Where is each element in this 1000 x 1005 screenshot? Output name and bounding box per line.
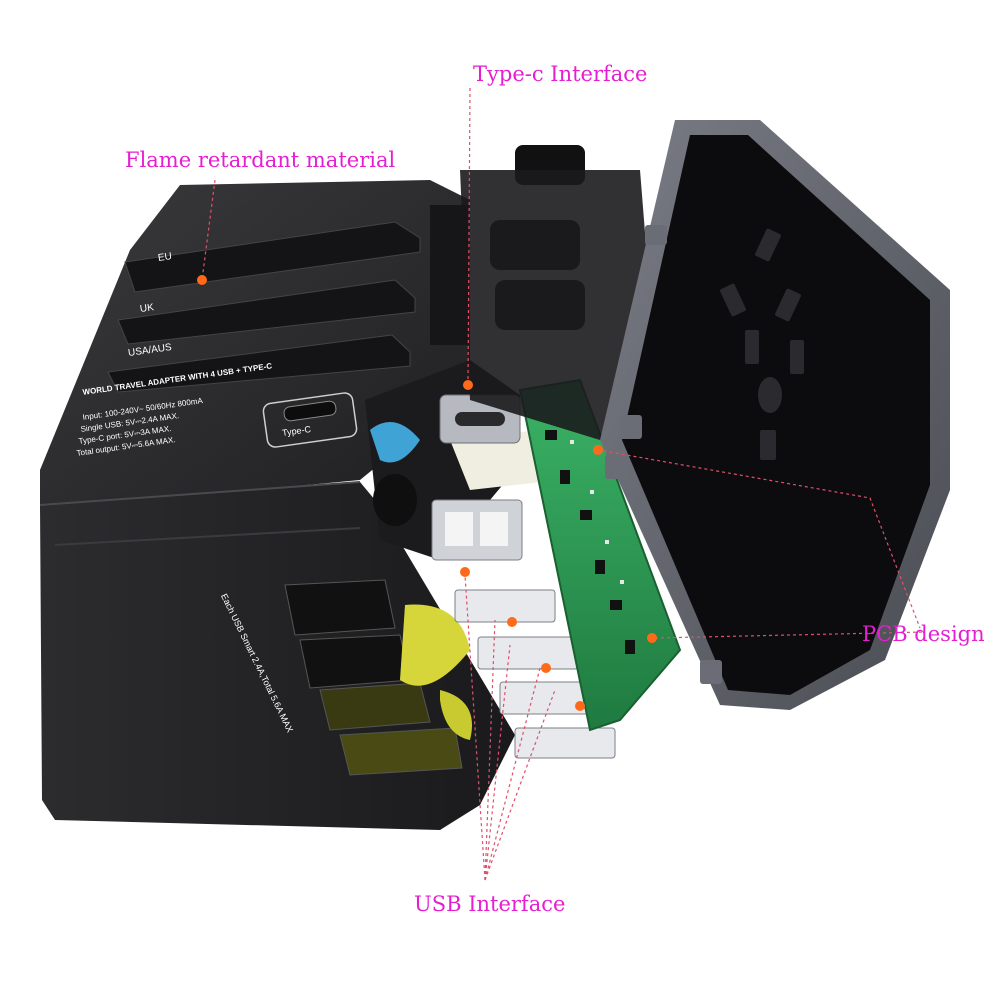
- marker-pcb-2: [647, 633, 657, 643]
- leader-lines: [201, 87, 926, 881]
- callout-type-c-interface: Type-c Interface: [473, 62, 648, 86]
- plug-prongs: [430, 145, 660, 440]
- callout-markers: [197, 275, 657, 711]
- marker-type-c: [463, 380, 473, 390]
- plug-slide-slots: [107, 221, 421, 393]
- module-usb-port-5: [514, 727, 616, 759]
- slot-usa: [107, 334, 411, 393]
- label-eu: EU: [157, 251, 173, 264]
- body-type-c-port: [262, 392, 358, 448]
- slot-eu: [124, 221, 421, 293]
- socket-face-plate: [600, 120, 950, 710]
- callout-usb-interface: USB Interface: [414, 892, 566, 916]
- leader-flame: [201, 179, 216, 281]
- body-usb-port-3: [319, 682, 431, 731]
- body-usb-port-1: [284, 579, 396, 636]
- transformer-core: [373, 474, 417, 526]
- pcb-silkscreen: [570, 440, 624, 584]
- marker-pcb-1: [593, 445, 603, 455]
- leader-usb-2: [484, 619, 496, 881]
- marker-usb-2: [507, 617, 517, 627]
- leader-usb-5: [484, 689, 556, 881]
- leader-type-c: [467, 87, 471, 386]
- leader-usb-4: [484, 667, 541, 881]
- label-uk: UK: [139, 302, 155, 315]
- leader-usb-1: [464, 574, 486, 881]
- transformer-coil: [400, 604, 470, 686]
- slot-uk: [117, 279, 416, 345]
- socket-holes: [720, 228, 804, 460]
- body-usb-port-4: [339, 727, 463, 776]
- callout-flame-retardant: Flame retardant material: [125, 148, 396, 172]
- leader-pcb-1: [597, 449, 921, 629]
- module-usb-port-3: [477, 636, 579, 670]
- marker-usb-3: [541, 663, 551, 673]
- body-usb-ports: [284, 579, 463, 776]
- marker-usb-1: [460, 567, 470, 577]
- callout-pcb-design: PCB design: [862, 622, 985, 646]
- module-usb-port-2: [454, 589, 556, 623]
- body-seam: [54, 527, 361, 546]
- body-usb-port-2: [299, 634, 411, 689]
- capacitor: [370, 422, 420, 463]
- pcb-chips: [545, 430, 635, 654]
- pcb-board: [518, 378, 682, 732]
- marker-flame: [197, 275, 207, 285]
- body-edge: [39, 481, 361, 506]
- marker-usb-4: [575, 701, 585, 711]
- face-plate-tabs: [605, 225, 722, 684]
